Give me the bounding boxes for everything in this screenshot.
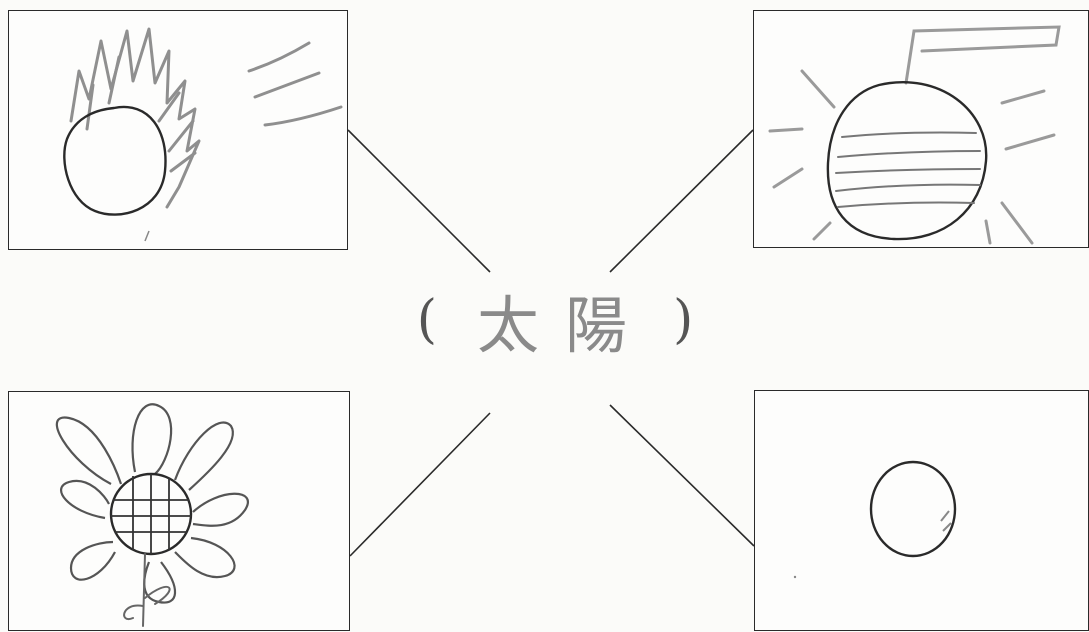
plain-circle-icon — [793, 460, 957, 579]
flower-icon — [55, 403, 249, 627]
striped-sun-with-rays-icon — [768, 25, 1061, 245]
panel-flower[interactable] — [8, 391, 350, 631]
close-parenthesis: ) — [673, 290, 694, 350]
connector-bottom-right — [609, 404, 755, 547]
connector-top-left — [347, 129, 491, 273]
panel-circle[interactable] — [754, 390, 1089, 631]
connector-bottom-left — [349, 412, 491, 557]
connector-top-right — [609, 129, 754, 273]
panel-sun-flames[interactable] — [8, 10, 348, 250]
panel-striped-sun[interactable] — [753, 10, 1089, 248]
open-parenthesis: ( — [416, 290, 437, 350]
center-label: ( 太陽 ) — [416, 275, 694, 365]
center-word: 太陽 — [477, 289, 654, 362]
sun-with-flames-icon — [63, 27, 343, 242]
